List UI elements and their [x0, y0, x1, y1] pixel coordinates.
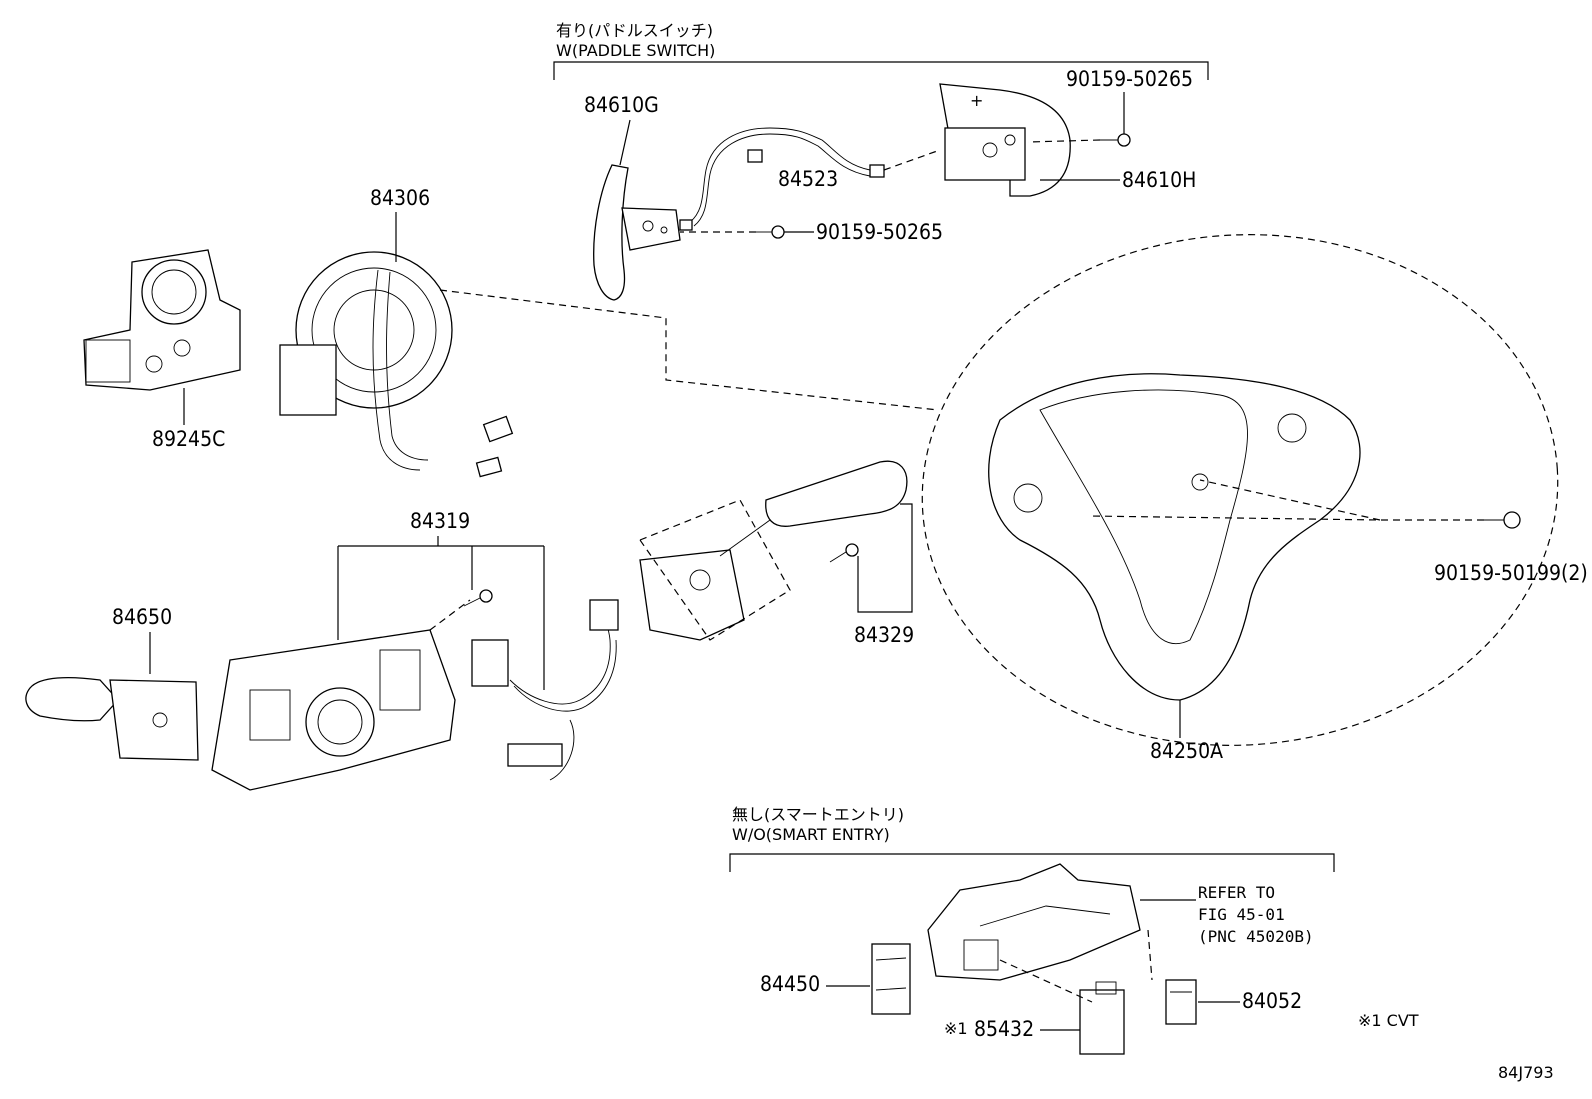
dash-84329-box	[639, 499, 791, 641]
wiper-switch-84329	[639, 460, 908, 641]
screw-84329	[829, 543, 859, 563]
smart-note-jp: 無し(スマートエントリ)	[732, 805, 904, 824]
label-84610G: 84610G	[584, 93, 659, 117]
dash-wheel-screw-b	[1199, 479, 1381, 521]
harness-84523	[679, 127, 885, 231]
label-84319: 84319	[410, 509, 470, 533]
label-90159-50265-mid: 90159-50265	[816, 220, 943, 244]
dash-harness-right	[883, 149, 941, 171]
paddle-switch-group: 有り(パドルスイッチ) W(PADDLE SWITCH) 84610G 8452…	[553, 21, 1209, 301]
bracket-84319	[337, 536, 545, 690]
smart-bracket	[729, 853, 1335, 872]
part-84450	[871, 943, 911, 1015]
steering-sensor-89245C	[83, 249, 241, 391]
screw-middle	[756, 225, 785, 239]
paddle-note-en: W(PADDLE SWITCH)	[556, 41, 715, 60]
label-90159-50199: 90159-50199(2)	[1434, 561, 1588, 585]
part-85432	[1079, 981, 1125, 1055]
paddle-bracket	[553, 61, 1209, 80]
label-84052: 84052	[1242, 989, 1302, 1013]
label-84610H: 84610H	[1122, 168, 1196, 192]
label-84650: 84650	[112, 605, 172, 629]
dash-84306-wheel	[439, 289, 939, 411]
dash-85432	[999, 959, 1093, 1003]
label-90159-50265-top: 90159-50265	[1066, 67, 1193, 91]
screw-top	[1100, 133, 1131, 147]
smart-note-en: W/O(SMART ENTRY)	[732, 825, 890, 844]
leader-84610G	[619, 119, 631, 166]
part-84052	[1165, 979, 1197, 1025]
screw-wheel	[1484, 511, 1521, 529]
label-84329: 84329	[854, 623, 914, 647]
label-84250A: 84250A	[1150, 739, 1223, 763]
switch-harness	[471, 599, 619, 781]
label-84306: 84306	[370, 186, 430, 210]
refer-line-2: FIG 45-01	[1198, 905, 1285, 924]
paddle-right-part: +	[939, 83, 1071, 197]
dash-screw-top	[1027, 139, 1101, 143]
label-89245C: 89245C	[152, 427, 225, 451]
label-85432: 85432	[974, 1017, 1034, 1041]
refer-line-1: REFER TO	[1198, 883, 1275, 902]
refer-line-3: (PNC 45020B)	[1198, 927, 1314, 946]
bracket-84329	[857, 503, 913, 613]
screw-84319	[463, 589, 493, 607]
dash-84052	[1147, 929, 1153, 981]
paddle-left-part	[593, 164, 681, 301]
mark-85432: ※1	[944, 1019, 968, 1038]
steering-wheel-84250A	[921, 234, 1559, 746]
figure-code: 84J793	[1498, 1063, 1554, 1082]
dash-84319-screw	[429, 599, 471, 631]
switch-body-84319	[211, 629, 456, 791]
spiral-cable-84306	[279, 251, 514, 478]
svg-text:+: +	[970, 91, 983, 110]
paddle-note-jp: 有り(パドルスイッチ)	[556, 21, 713, 40]
switch-stalk-84650	[25, 676, 199, 761]
cvt-note: ※1 CVT	[1358, 1011, 1419, 1030]
smart-entry-group: 無し(スマートエントリ) W/O(SMART ENTRY) REFER TO F…	[729, 805, 1335, 1055]
label-84523: 84523	[778, 167, 838, 191]
steering-cover	[927, 863, 1141, 981]
label-84450: 84450	[760, 972, 820, 996]
